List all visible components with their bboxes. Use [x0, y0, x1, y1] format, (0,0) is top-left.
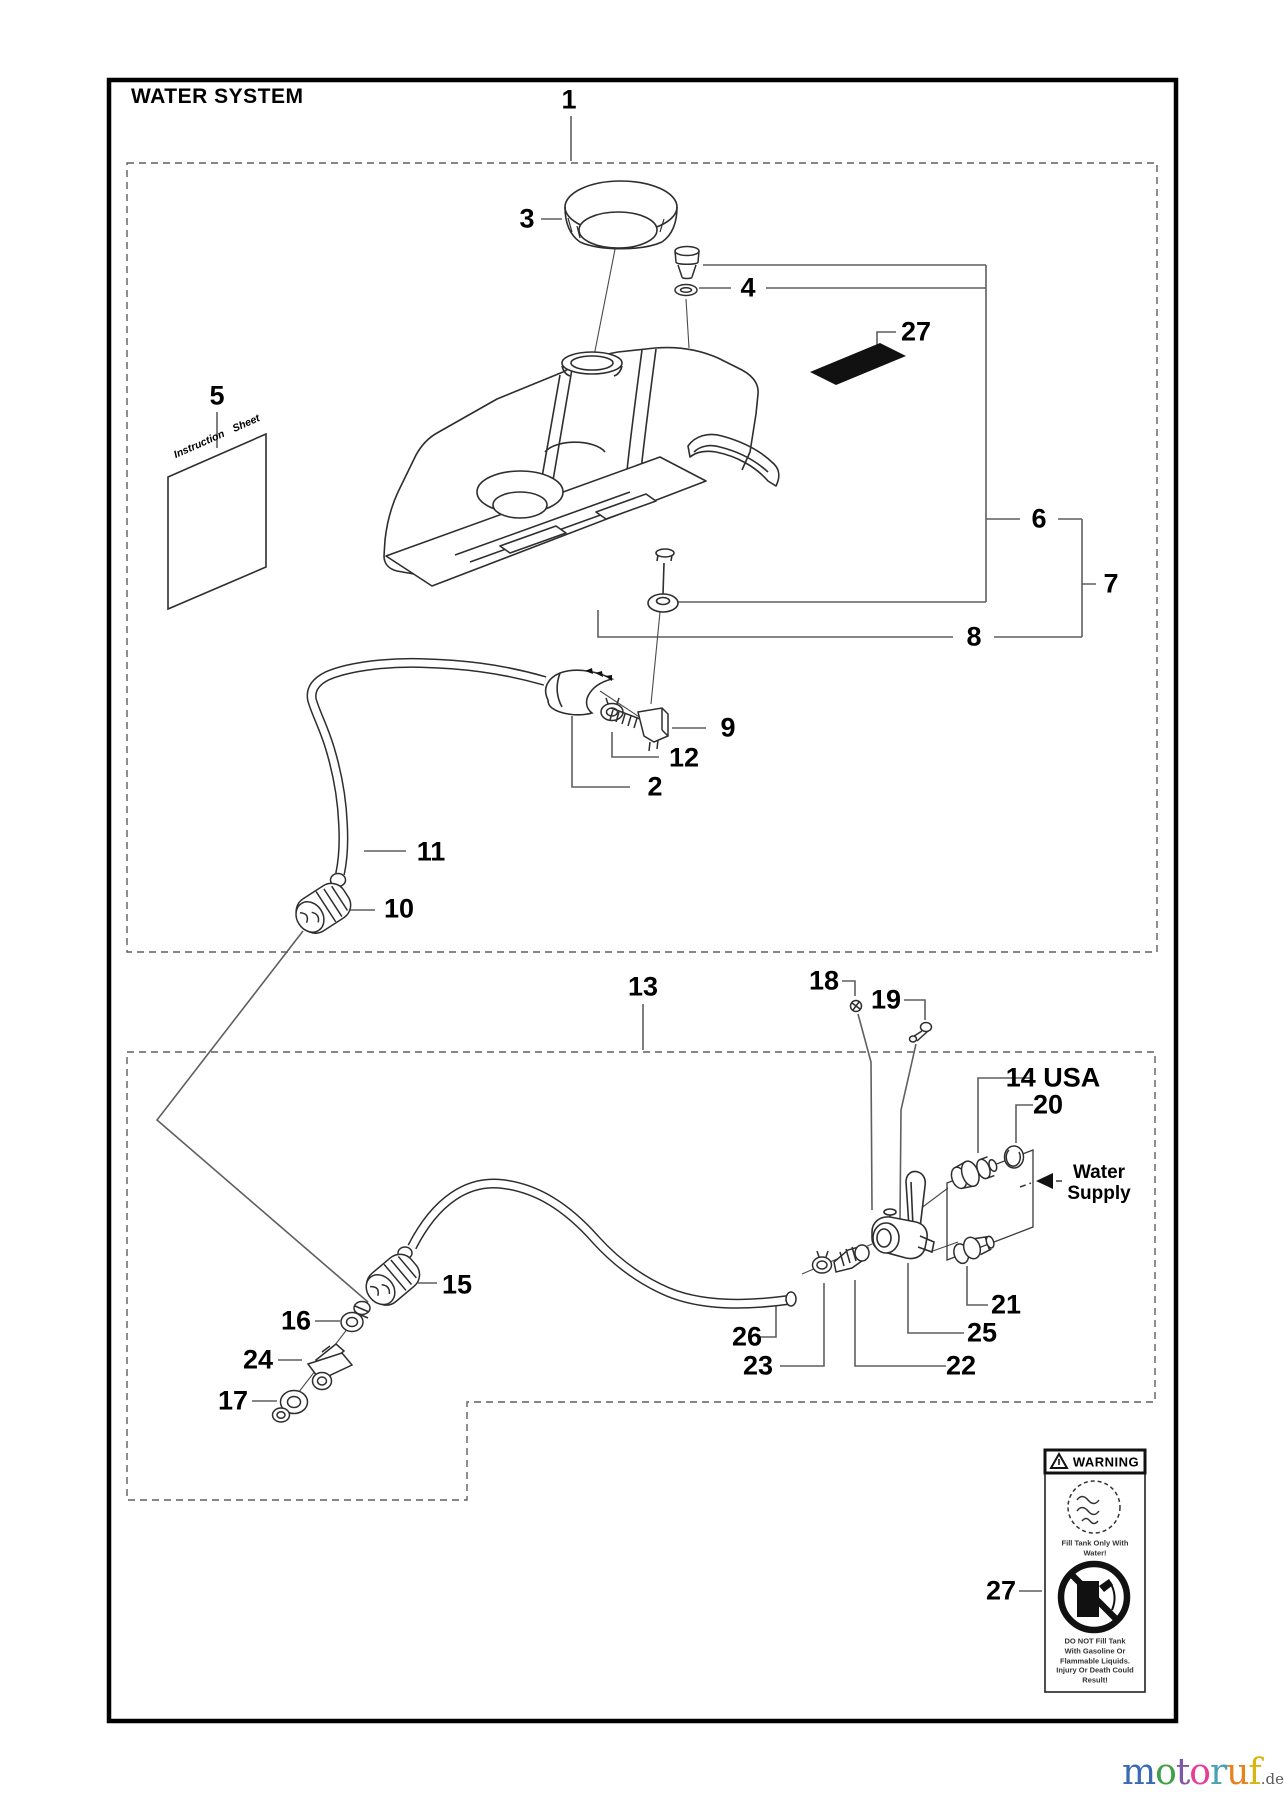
tank-decal-drawing — [810, 343, 906, 385]
watermark-letter: o — [1155, 1752, 1177, 1793]
screw-19-drawing — [908, 1021, 933, 1043]
watermark-letter: t — [1175, 1752, 1191, 1793]
page-title: WATER SYSTEM — [131, 85, 304, 108]
callout-25: 25 — [966, 1317, 998, 1348]
water-supply-line2: Supply — [1067, 1182, 1131, 1204]
washer-20-drawing — [1003, 1145, 1025, 1169]
tank-cap-drawing — [564, 180, 678, 250]
callout-5: 5 — [209, 380, 225, 411]
coupler-drawing — [365, 1253, 421, 1306]
water-supply-line1: Water — [1072, 1162, 1126, 1183]
water-only-icon — [1067, 1480, 1121, 1534]
watermark-suffix: .de — [1260, 1770, 1284, 1788]
watermark-letter: f — [1248, 1752, 1261, 1793]
instruction-sheet-drawing — [167, 432, 267, 611]
callout-21: 21 — [990, 1289, 1022, 1320]
water-supply-arrow — [1019, 1173, 1066, 1189]
callout-15: 15 — [441, 1269, 473, 1300]
water-tank-drawing — [383, 346, 780, 613]
callout-27-b: 27 — [985, 1575, 1017, 1606]
connector-21-drawing — [953, 1235, 995, 1265]
dashed-group-boxes — [126, 162, 1158, 1501]
arrow-left-icon — [1036, 1173, 1053, 1189]
valve-lever-drawing — [905, 1170, 927, 1229]
assembly-axis-lines — [281, 223, 959, 1415]
water-supply-label: Water Supply — [1063, 1162, 1135, 1205]
callout-2: 2 — [647, 771, 663, 802]
callout-6: 6 — [1031, 503, 1047, 534]
callout-23: 23 — [742, 1350, 774, 1381]
callout-12: 12 — [668, 742, 700, 773]
lower-assembly-box — [126, 1051, 1156, 1501]
lower-hose-drawing — [397, 1178, 797, 1309]
barb-fitting-22-drawing — [833, 1244, 870, 1273]
usa-connector-drawing — [950, 1156, 998, 1190]
callout-26: 26 — [731, 1321, 763, 1352]
page-frame — [106, 77, 1179, 1724]
callout-11: 11 — [416, 836, 446, 867]
warning-fuel-text: DO NOT Fill Tank With Gasoline Or Flamma… — [1056, 1636, 1134, 1685]
small-valve-drawing — [306, 1343, 354, 1391]
clamp-23-drawing — [811, 1250, 833, 1274]
no-gasoline-icon — [1057, 1560, 1131, 1634]
callout-14-usa: 14 USA — [1005, 1062, 1101, 1093]
callout-leader-lines — [155, 116, 1096, 1592]
callout-8: 8 — [966, 621, 982, 652]
warning-water-text: Fill Tank Only With Water! — [1061, 1538, 1129, 1557]
warning-label-drawing — [1043, 1448, 1147, 1693]
callout-24: 24 — [242, 1344, 274, 1375]
warning-label-header: WARNING — [1072, 1454, 1140, 1470]
drain-plug-drawing — [655, 548, 675, 558]
filter-drawing — [295, 882, 352, 934]
callout-3: 3 — [519, 203, 535, 234]
callout-10: 10 — [383, 893, 415, 924]
callout-7: 7 — [1103, 568, 1119, 599]
callout-20: 20 — [1032, 1089, 1064, 1120]
watermark-letter: r — [1209, 1752, 1227, 1793]
vent-plug-drawing — [674, 245, 700, 297]
screw-18-drawing — [849, 999, 863, 1013]
callout-13: 13 — [627, 971, 659, 1002]
hex-fitting-17-drawing — [271, 1389, 309, 1423]
callout-4: 4 — [740, 272, 756, 303]
watermark-letter: m — [1122, 1752, 1156, 1793]
watermark-letter: o — [1189, 1752, 1211, 1793]
callout-22: 22 — [945, 1350, 977, 1381]
upper-assembly-box — [126, 162, 1158, 953]
callout-1: 1 — [561, 84, 577, 115]
callout-17: 17 — [217, 1385, 249, 1416]
barb-fitting-16-drawing — [340, 1300, 371, 1333]
callout-16: 16 — [280, 1305, 312, 1336]
clamp-ring-drawing — [600, 697, 624, 722]
hose-clip-drawing — [544, 668, 615, 716]
watermark-letter: u — [1226, 1752, 1249, 1793]
watermark-motoruf: motoruf.de — [1122, 1752, 1284, 1793]
upper-hose-drawing — [306, 657, 547, 888]
warning-triangle-icon — [1049, 1451, 1069, 1469]
elbow-fitting-drawing — [609, 707, 669, 752]
callout-19: 19 — [870, 984, 902, 1015]
callout-18: 18 — [808, 965, 840, 996]
callout-9: 9 — [720, 712, 736, 743]
callout-27: 27 — [900, 316, 932, 347]
ball-valve-drawing — [871, 1170, 935, 1260]
